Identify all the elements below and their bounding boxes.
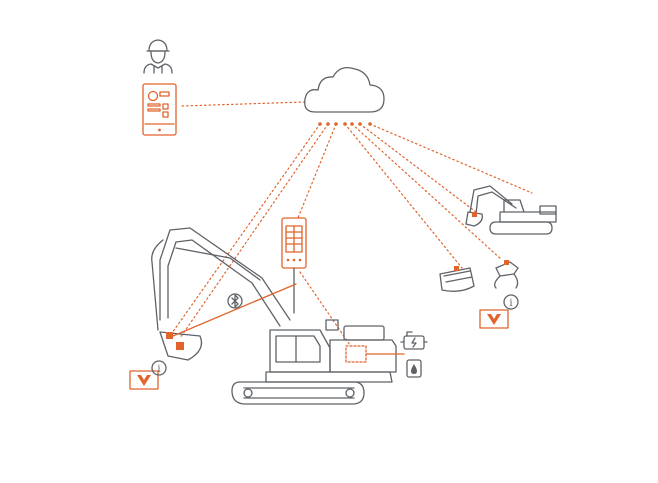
worker-icon	[143, 39, 173, 74]
bluetooth-icon	[227, 293, 243, 309]
boom	[159, 227, 291, 321]
bucket-attachment	[439, 266, 475, 292]
main-track	[231, 381, 365, 405]
main-excavator	[151, 227, 405, 405]
link-cloud-bucket-2	[179, 123, 329, 339]
link-cloud-excavator-2b	[369, 123, 533, 194]
link-cloud-tablet	[181, 101, 306, 107]
brand-badge-right	[479, 309, 509, 329]
link-cloud-bucket-attachment	[344, 123, 463, 269]
link-cloud-excavator-2	[359, 123, 477, 213]
cloud-icon	[304, 66, 385, 126]
engine-module	[345, 345, 367, 363]
info-label-right: i	[509, 298, 512, 309]
brand-badge-left	[129, 370, 159, 390]
tablet-icon	[142, 83, 177, 136]
link-cloud-grapple-attachment	[351, 123, 503, 261]
remote-excavator	[465, 185, 557, 235]
grapple-attachment	[494, 260, 519, 289]
info-label-left: i	[157, 364, 160, 375]
link-cloud-bucket-1	[171, 123, 321, 334]
info-icon-right: i	[503, 294, 519, 310]
connection-lines	[171, 101, 533, 346]
info-icon-left: i	[151, 360, 167, 376]
bucket-sensor	[166, 332, 173, 339]
oil-icon	[406, 359, 422, 378]
controller-icon	[281, 217, 307, 314]
link-cloud-controller	[297, 123, 337, 219]
link-controller-engine	[299, 271, 351, 346]
bucket	[159, 331, 203, 361]
bluetooth-link	[172, 283, 297, 337]
engine-icon	[400, 331, 428, 350]
engine-housing	[329, 339, 397, 373]
